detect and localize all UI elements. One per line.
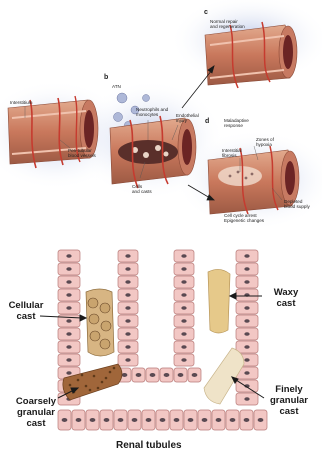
epithelial-cell xyxy=(198,410,211,430)
label-neutrophils: Neutrophils and monocytes xyxy=(136,107,168,118)
granule xyxy=(97,387,100,390)
epithelial-cell xyxy=(58,341,80,353)
epithelial-cell xyxy=(212,410,225,430)
panel-letter-b: b xyxy=(104,74,108,81)
label-endothelial: Endothelial injury xyxy=(176,113,199,124)
epithelial-cell xyxy=(236,341,258,353)
granule xyxy=(85,385,88,388)
epithelial-cell xyxy=(170,410,183,430)
epithelial-cell xyxy=(72,410,85,430)
epithelial-cell xyxy=(236,302,258,314)
epithelial-cell xyxy=(86,410,99,430)
epithelial-cell xyxy=(100,410,113,430)
epithelial-cell xyxy=(174,263,194,275)
granule xyxy=(69,384,72,387)
label-hypoxia: Zones of hypoxia xyxy=(256,137,274,148)
label-maladaptive: Maladaptive response xyxy=(224,118,249,129)
label-normal-repair: Normal repair and regeneration xyxy=(210,19,245,30)
label-depleted: Depleted blood supply xyxy=(284,199,310,210)
epithelial-cell xyxy=(118,250,138,262)
granule xyxy=(81,374,84,377)
granule xyxy=(109,371,112,374)
epithelial-cell xyxy=(188,368,201,382)
epithelial-cell xyxy=(118,263,138,275)
epithelial-cell xyxy=(58,302,80,314)
epithelial-cell xyxy=(174,250,194,262)
epithelial-cell xyxy=(132,368,145,382)
label-peritubular: Peri-tubular blood vessels xyxy=(68,148,96,159)
epithelial-cell xyxy=(118,315,138,327)
epithelial-cell xyxy=(174,276,194,288)
epithelial-cell xyxy=(236,315,258,327)
epithelial-cell xyxy=(58,250,80,262)
epithelial-cell xyxy=(174,289,194,301)
granule xyxy=(93,375,96,378)
granule xyxy=(77,379,80,382)
epithelial-cell xyxy=(174,315,194,327)
epithelial-cell xyxy=(174,328,194,340)
epithelial-cell xyxy=(174,302,194,314)
epithelial-cell xyxy=(58,289,80,301)
epithelial-cell xyxy=(236,393,258,405)
epithelial-cell xyxy=(118,341,138,353)
epithelial-cell xyxy=(236,250,258,262)
label-atn: ATN xyxy=(112,84,121,89)
waxy-cast xyxy=(208,269,230,333)
epithelial-cell xyxy=(114,410,127,430)
panel-letter-c: c xyxy=(204,9,208,16)
epithelial-cell xyxy=(156,410,169,430)
figure-title: Renal tubules xyxy=(116,440,182,451)
label-interstitium: Interstitium xyxy=(10,100,32,105)
epithelial-cell xyxy=(118,354,138,366)
epithelial-cell xyxy=(118,276,138,288)
epithelial-cell xyxy=(174,341,194,353)
epithelial-cell xyxy=(118,289,138,301)
epithelial-cell xyxy=(174,368,187,382)
label-fibrosis: Interstitial fibrosis xyxy=(222,148,242,159)
epithelial-cell xyxy=(236,263,258,275)
cellular-cast xyxy=(86,289,114,356)
epithelial-cell xyxy=(128,410,141,430)
epithelial-cell xyxy=(58,328,80,340)
epithelial-cell xyxy=(118,302,138,314)
panel-letter-d: d xyxy=(205,118,209,125)
label-finely-granular-cast: Finely granular cast xyxy=(262,384,316,417)
epithelial-cell xyxy=(58,263,80,275)
granule xyxy=(89,389,92,392)
granule xyxy=(101,381,104,384)
epithelial-cell xyxy=(236,328,258,340)
epithelial-cell xyxy=(184,410,197,430)
label-cellcycle: Cell cycle arrest Epigenetic changes xyxy=(224,213,264,224)
epithelial-cell xyxy=(226,410,239,430)
granule xyxy=(113,367,116,370)
epithelial-cell xyxy=(240,410,253,430)
epithelial-cell xyxy=(58,276,80,288)
epithelial-cell xyxy=(146,368,159,382)
epithelial-cell xyxy=(142,410,155,430)
epithelial-cell xyxy=(58,354,80,366)
epithelial-cell xyxy=(174,354,194,366)
label-waxy-cast: Waxy cast xyxy=(266,287,306,309)
epithelial-cell xyxy=(236,276,258,288)
label-cellular-cast: Cellular cast xyxy=(4,300,48,322)
label-cells-casts: Cells and casts xyxy=(132,184,152,195)
epithelial-cell xyxy=(118,328,138,340)
granule xyxy=(105,377,108,380)
epithelial-cell xyxy=(160,368,173,382)
epithelial-cell xyxy=(236,289,258,301)
label-coarsely-granular-cast: Coarsely granular cast xyxy=(4,396,68,429)
